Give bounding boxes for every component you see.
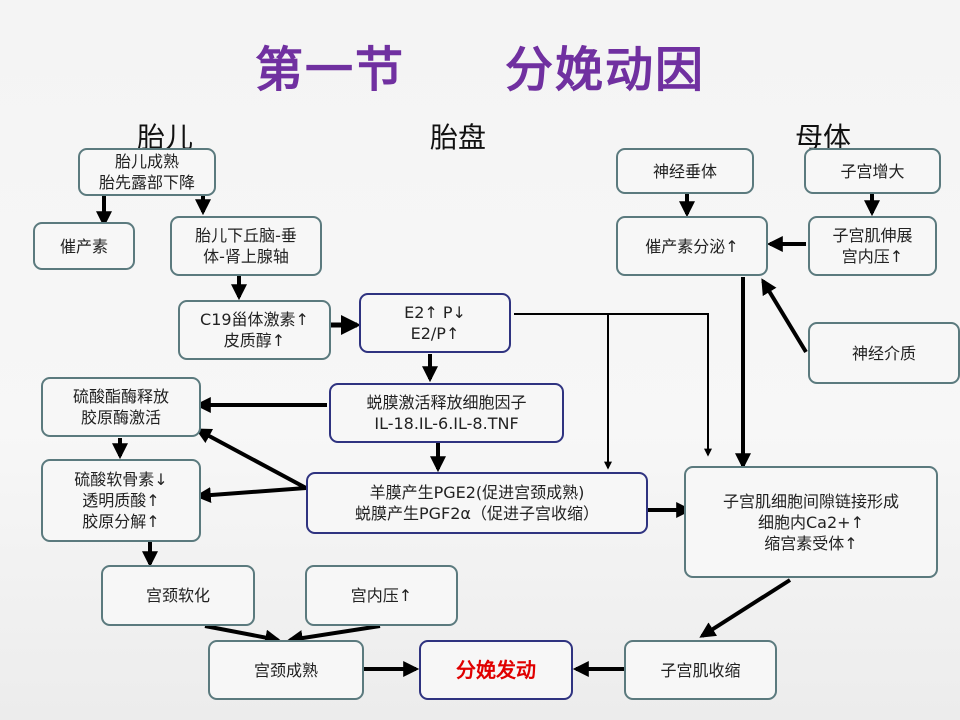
node-decidua-cytokines: 蜕膜激活释放细胞因子 IL-18.IL-6.IL-8.TNF [329,383,564,443]
node-oxytocin-secretion: 催产素分泌↑ [616,216,768,276]
node-text-line: 硫酸酯酶释放 [72,387,169,406]
node-text-line: 细胞内Ca2+↑ [758,512,864,532]
node-text-line: 宫颈软化 [145,586,210,605]
node-oxytocin: 催产素 [33,222,135,270]
page-title: 第一节 分娩动因 [254,42,705,98]
node-text-line: C19甾体激素↑ [200,310,309,329]
node-text-line: 宫内压↑ [350,586,413,605]
node-text-line: 体-肾上腺轴 [203,247,289,266]
node-sulfatase: 硫酸酯酶释放胶原酶激活 [41,377,201,437]
node-text-line: 分娩发动 [456,657,536,682]
node-myometrium-stretch: 子宫肌伸展宫内压↑ [808,216,937,276]
node-text-line: 子宫肌细胞间隙链接形成 [722,491,899,511]
node-text-line: IL-18.IL-6.IL-8.TNF [374,414,519,433]
node-text-line: 硫酸软骨素↓ [74,470,168,489]
node-text-line: 缩宫素受体↑ [764,533,858,553]
node-text-line: 神经垂体 [652,161,717,181]
node-uterine-contraction: 子宫肌收缩 [624,640,777,700]
arrow-gapjunction-to-contraction [699,578,792,638]
node-cervix-mature: 宫颈成熟 [208,640,364,700]
node-text-line: 子宫肌伸展 [832,226,913,245]
node-text-line: 子宫肌收缩 [660,660,741,680]
node-labor-onset: 分娩发动 [419,640,573,700]
node-text-line: E2↑ P↓ [404,303,466,322]
column-label-placenta: 胎盘 [430,121,487,154]
node-e2p: E2↑ P↓ E2/P↑ [359,293,511,353]
node-c19: C19甾体激素↑ 皮质醇↑ [178,300,331,360]
node-text-line: 神经介质 [851,343,916,363]
node-intrauterine-pressure: 宫内压↑ [305,565,458,626]
node-text-line: 蜕膜产生PGF2α（促进子宫收缩） [355,504,599,523]
node-gap-junction: 子宫肌细胞间隙链接形成细胞内Ca2+↑缩宫素受体↑ [684,466,938,578]
node-pituitary: 神经垂体 [616,148,754,194]
arrow-pressure-to-mature [286,624,381,646]
node-text-line: 催产素 [59,236,108,256]
node-cartilage: 硫酸软骨素↓ 透明质酸↑ 胶原分解↑ [41,459,201,542]
arrow-soften-to-mature [204,624,282,646]
arrow-neuro-to-oxytocin-secretion [761,278,808,354]
node-text-line: 宫内压↑ [841,247,904,266]
node-text-line: 羊膜产生PGE2(促进宫颈成熟) [369,483,585,502]
node-text-line: 子宫增大 [840,161,905,181]
node-text-line: 皮质醇↑ [223,331,286,350]
node-text-line: 胎儿成熟 [114,152,179,171]
node-text-line: 宫颈成熟 [253,660,318,680]
arrow-e2p-to-gapjunction [514,313,712,457]
arrow-pge2-to-cartilage [194,486,307,504]
node-text-line: 胎先露部下降 [98,173,195,192]
node-text-line: 蜕膜激活释放细胞因子 [366,393,527,412]
node-fetal-mature: 胎儿成熟胎先露部下降 [78,148,216,196]
node-uterus-enlarge: 子宫增大 [804,148,941,194]
node-text-line: 胎儿下丘脑-垂 [195,226,297,245]
arrow-pge2-to-sulfatase [195,428,307,490]
node-neurotransmitter: 神经介质 [808,322,960,384]
node-text-line: 透明质酸↑ [82,491,160,510]
node-text-line: 胶原酶激活 [80,408,161,427]
node-cervix-soften: 宫颈软化 [101,565,255,626]
node-text-line: 胶原分解↑ [82,512,160,531]
node-pge2: 羊膜产生PGE2(促进宫颈成熟) 蜕膜产生PGF2α（促进子宫收缩） [306,472,648,534]
node-text-line: E2/P↑ [410,324,460,343]
node-text-line: 催产素分泌↑ [645,236,739,256]
node-hpa-axis: 胎儿下丘脑-垂体-肾上腺轴 [170,216,322,276]
